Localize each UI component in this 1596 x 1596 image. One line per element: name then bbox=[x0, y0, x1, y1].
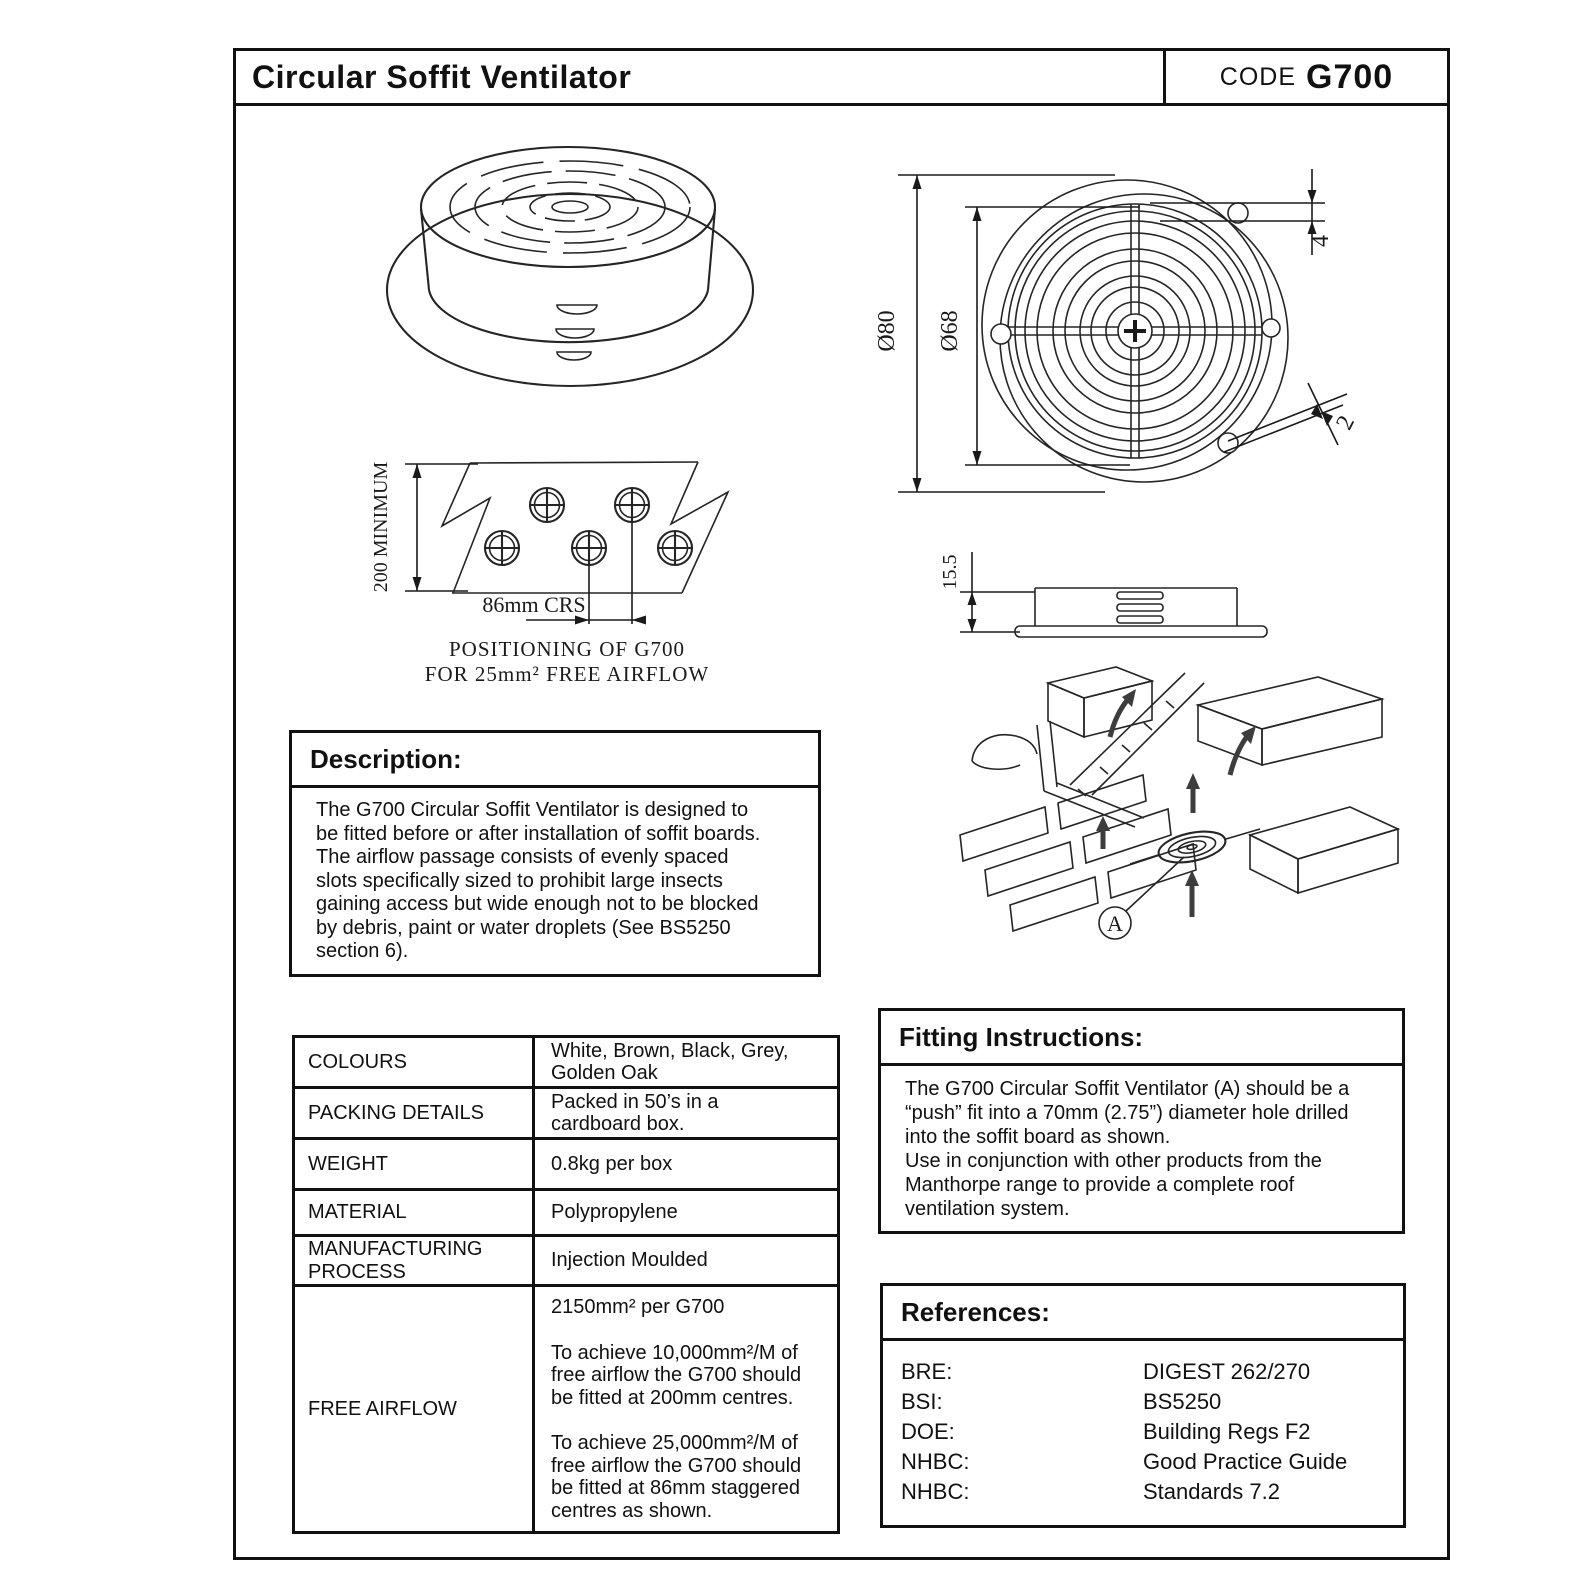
gutter-fascia bbox=[971, 720, 1145, 828]
callout-circle bbox=[1098, 906, 1132, 940]
spec-label: WEIGHT bbox=[292, 1137, 535, 1191]
body-bottom-rim bbox=[427, 289, 710, 344]
plan-view-drawing: Ø80 Ø68 4 2 bbox=[874, 169, 1360, 493]
references-list: BRE:DIGEST 262/270 BSI:BS5250 DOE:Buildi… bbox=[883, 1341, 1403, 1525]
positioning-diagram: 200 MINIMUM 86mm CRS POSITIONING OF G700… bbox=[370, 461, 730, 686]
spec-value: Injection Moulded bbox=[532, 1234, 840, 1287]
dim-200-minimum-label: 200 MINIMUM bbox=[370, 462, 392, 593]
positioning-caption-line1: POSITIONING OF G700 bbox=[449, 637, 685, 661]
dim-inner-diameter-label: Ø68 bbox=[937, 310, 963, 351]
references-title: References: bbox=[883, 1286, 1403, 1341]
soffit-vent bbox=[1157, 830, 1227, 864]
description-body: The G700 Circular Soffit Ventilator is d… bbox=[316, 799, 761, 962]
page-title-cell: Circular Soffit Ventilator bbox=[236, 51, 1163, 103]
code-label: CODE bbox=[1219, 62, 1297, 91]
clip-tab bbox=[990, 323, 1012, 345]
description-panel: Description: The G700 Circular Soffit Ve… bbox=[289, 730, 821, 977]
slot bbox=[1116, 603, 1164, 612]
roof-felt bbox=[1069, 672, 1205, 797]
body-top-outline bbox=[419, 145, 717, 269]
vent-symbols bbox=[483, 486, 694, 567]
specification-table: COLOURS White, Brown, Black, Grey, Golde… bbox=[292, 1035, 840, 1534]
page-title: Circular Soffit Ventilator bbox=[252, 58, 632, 95]
reference-item: NHBC:Good Practice Guide bbox=[901, 1449, 1348, 1474]
dim-rim-height-label: 4 bbox=[1308, 235, 1334, 247]
dim-86mm-crs-label: 86mm CRS bbox=[482, 592, 585, 617]
brick-wall bbox=[959, 773, 1197, 933]
fitting-instructions-panel: Fitting Instructions: The G700 Circular … bbox=[878, 1008, 1405, 1234]
code-value: G700 bbox=[1306, 57, 1394, 96]
reference-item: DOE:Building Regs F2 bbox=[901, 1419, 1311, 1444]
table-row: COLOURS White, Brown, Black, Grey, Golde… bbox=[292, 1035, 840, 1089]
spec-label: FREE AIRFLOW bbox=[292, 1284, 535, 1534]
installation-illustration: A bbox=[959, 666, 1401, 940]
side-profile-drawing: 15.5 bbox=[939, 552, 1268, 638]
brickwork bbox=[1045, 666, 1155, 739]
clip-tab bbox=[1261, 318, 1281, 338]
spec-value: Polypropylene bbox=[532, 1188, 840, 1237]
airflow-arrows bbox=[1096, 689, 1256, 917]
spec-value: 0.8kg per box bbox=[532, 1137, 840, 1191]
slot bbox=[1116, 615, 1164, 624]
dim-edge-thickness-label: 2 bbox=[1331, 412, 1360, 434]
side-slot bbox=[556, 304, 598, 315]
spec-value: 2150mm² per G700 To achieve 10,000mm²/M … bbox=[532, 1284, 840, 1534]
reference-item: BSI:BS5250 bbox=[901, 1389, 1222, 1414]
table-row: MATERIAL Polypropylene bbox=[292, 1188, 840, 1237]
spec-value: White, Brown, Black, Grey, Golden Oak bbox=[532, 1035, 840, 1089]
fitting-title: Fitting Instructions: bbox=[881, 1011, 1402, 1066]
side-slot bbox=[556, 351, 592, 361]
rafter-beams bbox=[1195, 676, 1401, 895]
dim-outer-diameter-label: Ø80 bbox=[874, 310, 900, 351]
reference-item: NHBC:Standards 7.2 bbox=[901, 1479, 1280, 1504]
header-bar: Circular Soffit Ventilator CODE G700 bbox=[233, 48, 1450, 106]
references-panel: References: BRE:DIGEST 262/270 BSI:BS525… bbox=[880, 1283, 1406, 1528]
fitting-body: The G700 Circular Soffit Ventilator (A) … bbox=[905, 1078, 1350, 1220]
spec-label: PACKING DETAILS bbox=[292, 1086, 535, 1140]
spec-label: MATERIAL bbox=[292, 1188, 535, 1237]
dim-depth-label: 15.5 bbox=[939, 555, 961, 590]
flange-profile bbox=[1014, 625, 1268, 638]
clip-tab bbox=[1227, 202, 1249, 224]
flange-outline bbox=[385, 192, 755, 388]
spec-label: COLOURS bbox=[292, 1035, 535, 1089]
side-slot bbox=[555, 328, 595, 339]
product-isometric-drawing bbox=[385, 145, 755, 388]
table-row: PACKING DETAILS Packed in 50’s in a card… bbox=[292, 1086, 840, 1140]
table-row: FREE AIRFLOW 2150mm² per G700 To achieve… bbox=[292, 1284, 840, 1534]
description-title: Description: bbox=[292, 733, 818, 788]
spec-value: Packed in 50’s in a cardboard box. bbox=[532, 1086, 840, 1140]
product-code-cell: CODE G700 bbox=[1163, 51, 1447, 103]
spec-label: MANUFACTURING PROCESS bbox=[292, 1234, 535, 1287]
slot bbox=[1116, 591, 1164, 600]
reference-item: BRE:DIGEST 262/270 bbox=[901, 1359, 1311, 1384]
positioning-caption-line2: FOR 25mm² FREE AIRFLOW bbox=[425, 662, 709, 686]
callout-a-label: A bbox=[1107, 911, 1123, 936]
table-row: WEIGHT 0.8kg per box bbox=[292, 1137, 840, 1191]
table-row: MANUFACTURING PROCESS Injection Moulded bbox=[292, 1234, 840, 1287]
